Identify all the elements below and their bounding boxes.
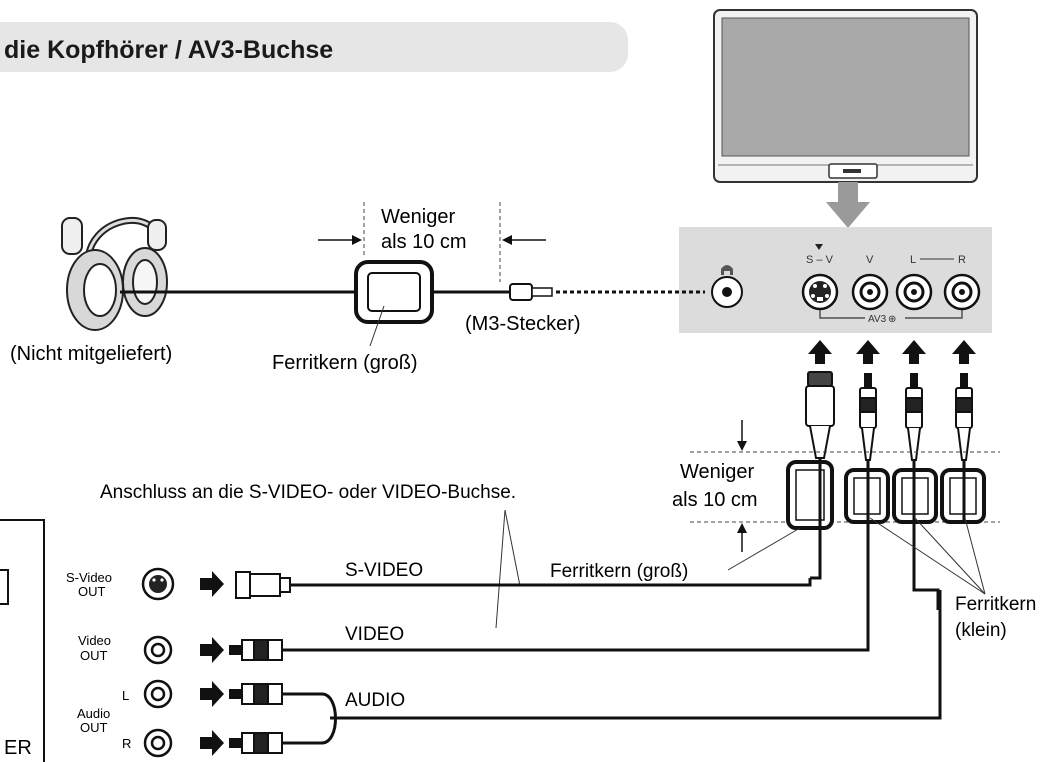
- panel-label-sv: S – V: [806, 254, 834, 266]
- gray-down-arrow: [826, 182, 870, 228]
- video-cable: [282, 646, 870, 652]
- source-audio-l-jack: [143, 679, 173, 709]
- rca-plug-video: [859, 373, 877, 461]
- svideo-cable: [290, 578, 812, 587]
- ferrite-large-top-label: Ferritkern (groß): [272, 352, 418, 374]
- m3-plug: [509, 283, 553, 301]
- connection-note: Anschluss an die S-VIDEO- oder VIDEO-Buc…: [100, 482, 516, 503]
- right-distance-line2: als 10 cm: [672, 489, 758, 511]
- panel-svideo-jack: [801, 273, 839, 311]
- sv-marker: [815, 244, 823, 250]
- input-icon: ⊕: [888, 314, 896, 325]
- arrow-right-icon: [200, 571, 224, 756]
- headphones-icon: [61, 217, 168, 331]
- top-distance-line2: als 10 cm: [381, 231, 467, 253]
- rca-horizontal-plug-audio-r: [229, 732, 283, 754]
- audio-out-label-2: OUT: [80, 720, 108, 735]
- panel-label-l: L: [910, 254, 916, 266]
- audio-out-label-1: Audio: [77, 706, 110, 721]
- source-svideo-jack: [141, 567, 175, 601]
- cable-svideo-label: S-VIDEO: [345, 560, 423, 581]
- headphones-note: (Nicht mitgeliefert): [10, 343, 172, 365]
- video-out-label-1: Video: [78, 633, 111, 648]
- rca-plug-audio-r: [955, 373, 973, 461]
- ferrite-small-label-line2: (klein): [955, 620, 1007, 641]
- plug-label: (M3-Stecker): [465, 313, 581, 335]
- audio-r-label: R: [122, 736, 131, 751]
- panel-label-v: V: [866, 254, 874, 266]
- ferrite-small-label-line1: Ferritkern: [955, 594, 1036, 615]
- panel-headphone-jack: [711, 265, 743, 308]
- svideo-out-label-1: S-Video: [66, 570, 112, 585]
- rca-horizontal-plug-audio-l: [229, 683, 283, 705]
- panel-audio-l-jack: [895, 273, 933, 311]
- title-banner: [0, 22, 628, 72]
- svideo-horizontal-plug: [235, 571, 291, 599]
- svideo-out-label-2: OUT: [78, 584, 106, 599]
- ferrite-large-bottom-label: Ferritkern (groß): [550, 561, 688, 582]
- panel-audio-r-jack: [943, 273, 981, 311]
- recorder-partial-label: ER: [4, 737, 32, 759]
- panel-video-jack: [851, 273, 889, 311]
- audio-l-label: L: [122, 688, 129, 703]
- panel-label-r: R: [958, 254, 966, 266]
- up-arrows: [808, 340, 976, 364]
- panel-group-label: AV3: [868, 314, 887, 325]
- svideo-plug: [805, 371, 835, 459]
- audio-cable: [282, 692, 942, 745]
- video-out-label-2: OUT: [80, 648, 108, 663]
- ferrite-core-large-bottom: [786, 460, 834, 530]
- source-video-jack: [143, 635, 173, 665]
- rca-plug-audio-l: [905, 373, 923, 461]
- page-title: die Kopfhörer / AV3-Buchse: [4, 36, 333, 64]
- av3-bracket: [819, 310, 963, 319]
- ferrite-core-large-top: [354, 260, 434, 324]
- tv-icon: [713, 9, 978, 183]
- cable-audio-label: AUDIO: [345, 690, 405, 711]
- source-audio-r-jack: [143, 728, 173, 758]
- source-device-box: [0, 519, 45, 762]
- rca-horizontal-plug-video: [229, 639, 283, 661]
- right-distance-line1: Weniger: [680, 461, 754, 483]
- cable-video-label: VIDEO: [345, 624, 404, 645]
- top-distance-line1: Weniger: [381, 206, 455, 228]
